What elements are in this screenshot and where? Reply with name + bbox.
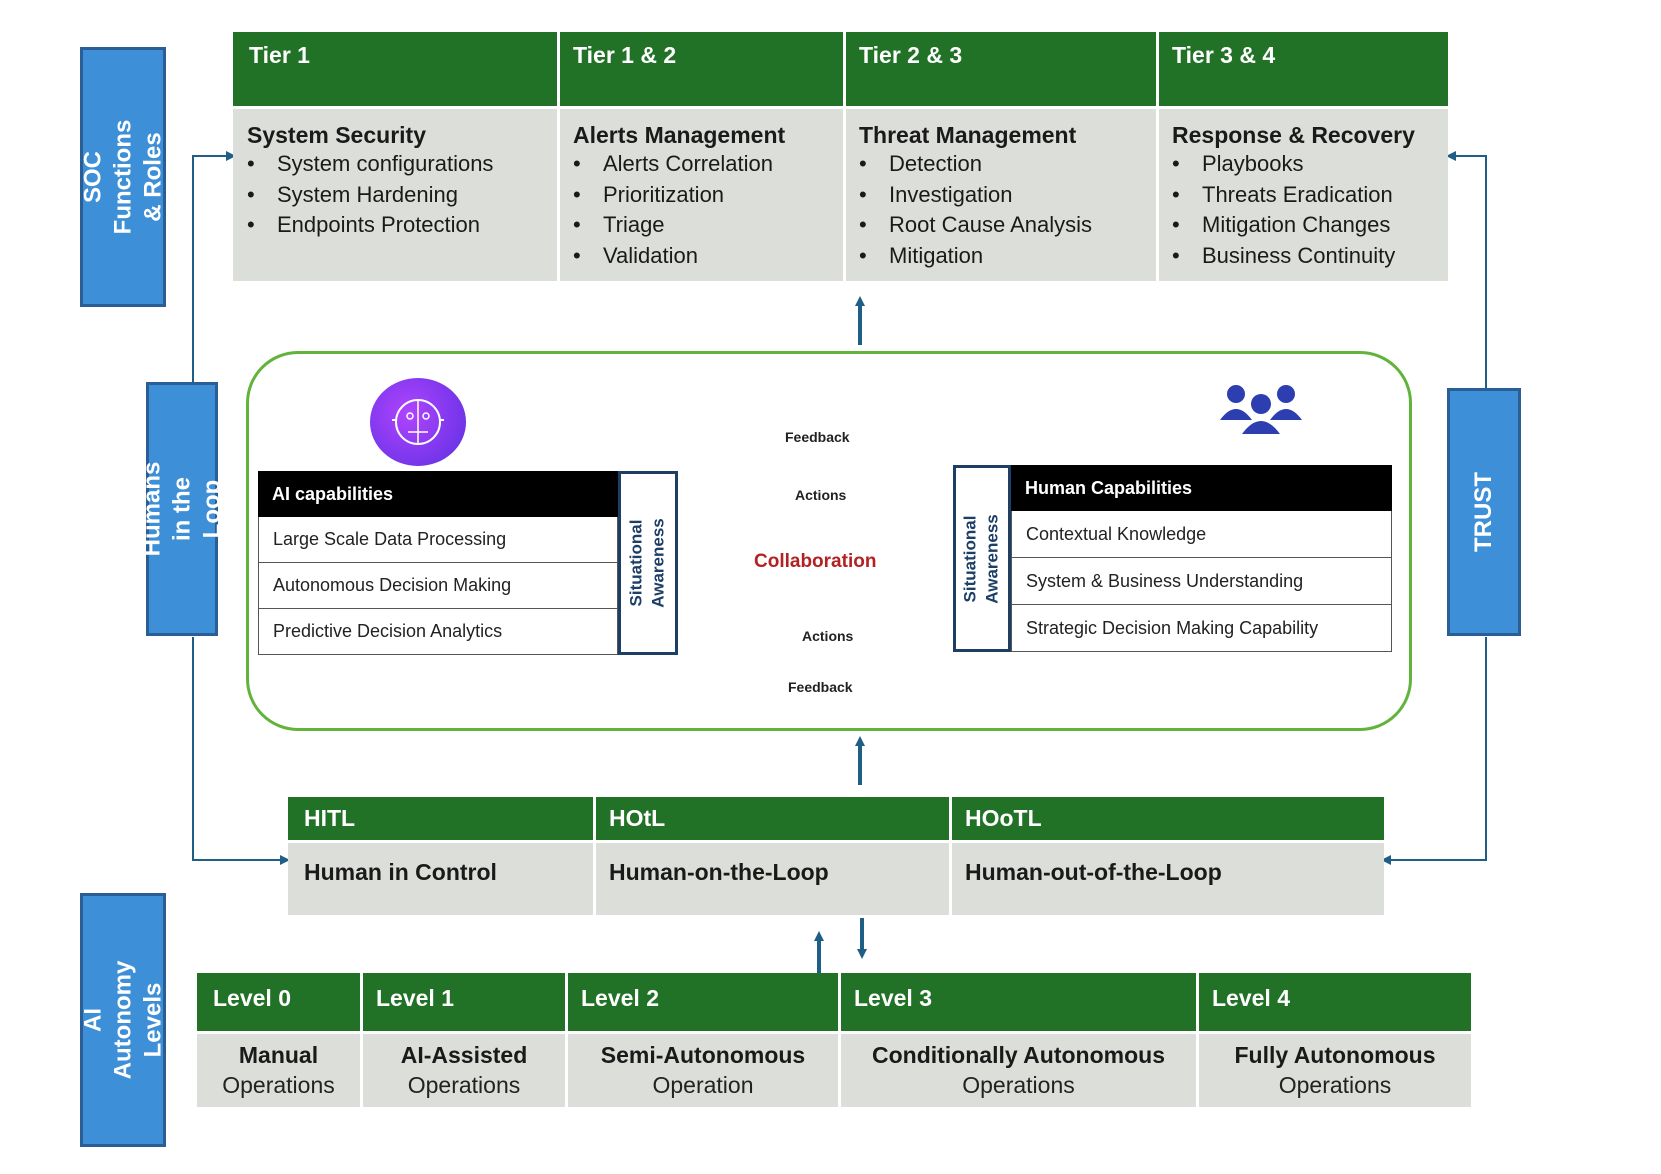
level-title: Fully Autonomous [1234, 1042, 1436, 1068]
level-header: Level 2 [568, 973, 838, 1031]
tier-body: Threat Management •Detection •Investigat… [846, 109, 1156, 281]
tier-item: •Root Cause Analysis [859, 212, 1092, 237]
level-header: Level 0 [197, 973, 360, 1031]
loop-col-hitl: HITL Human in Control [288, 797, 593, 915]
tier-list: •Alerts Correlation •Prioritization •Tri… [560, 149, 843, 271]
trust-label: TRUST [1447, 388, 1521, 636]
level-col-0: Level 0 Manual Operations [197, 973, 360, 1107]
tier-item: •Detection [859, 151, 982, 176]
loop-code: HOtL [596, 797, 949, 840]
tier-title: Response & Recovery [1172, 122, 1415, 148]
tier-item: •Mitigation [859, 242, 984, 268]
ai-face-icon [370, 378, 466, 466]
loop-body: Human-on-the-Loop [596, 843, 949, 915]
tier-title: Threat Management [859, 122, 1077, 148]
right-bottom-connector [1381, 637, 1487, 865]
loop-label: Human-out-of-the-Loop [965, 859, 1222, 885]
level-body: Conditionally Autonomous Operations [841, 1034, 1196, 1107]
level-body: Semi-Autonomous Operation [568, 1034, 838, 1107]
tier-item: •Threats Eradication [1172, 181, 1393, 207]
level-col-1: Level 1 AI-Assisted Operations [360, 973, 565, 1107]
collaboration-label: Collaboration [754, 551, 877, 572]
level-sub: Operations [407, 1072, 521, 1098]
tier-item: •System configurations [247, 151, 494, 176]
tier-body: System Security •System configurations •… [233, 109, 557, 281]
loop-code: HOoTL [952, 797, 1384, 840]
ai-capability-row: Predictive Decision Analytics [258, 609, 618, 655]
loop-code: HITL [288, 797, 593, 840]
level-col-4: Level 4 Fully Autonomous Operations [1196, 973, 1471, 1107]
feedback-top-label: Feedback [785, 429, 850, 445]
tier-col-1: Tier 1 System Security •System configura… [233, 32, 557, 281]
ai-capability-row: Large Scale Data Processing [258, 517, 618, 563]
tier-item: •Alerts Correlation [573, 151, 773, 176]
loop-body: Human-out-of-the-Loop [952, 843, 1384, 915]
tier-col-4: Tier 3 & 4 Response & Recovery •Playbook… [1156, 32, 1448, 281]
tier-item: •Endpoints Protection [247, 212, 481, 237]
loop-col-hotl: HOtL Human-on-the-Loop [593, 797, 949, 915]
tier-item: •Playbooks [1172, 151, 1304, 176]
level-title: Semi-Autonomous [600, 1042, 806, 1068]
level-title: AI-Assisted [400, 1042, 528, 1068]
level-sub: Operation [652, 1072, 754, 1098]
ai-capabilities-header: AI capabilities [258, 471, 618, 517]
ai-situational-awareness: Situational Awareness [618, 471, 678, 655]
tier-item: •Business Continuity [1172, 242, 1396, 268]
tier-header: Tier 3 & 4 [1159, 32, 1448, 106]
tier-item: •Validation [573, 242, 698, 268]
loop-label: Human in Control [304, 859, 497, 885]
level-sub: Operations [1278, 1072, 1392, 1098]
tier-list: •Playbooks •Threats Eradication •Mitigat… [1159, 149, 1448, 271]
human-capability-row: Contextual Knowledge [1011, 511, 1392, 558]
human-capabilities-table: Human Capabilities Contextual Knowledge … [1011, 465, 1392, 652]
level-header: Level 3 [841, 973, 1196, 1031]
tier-header: Tier 1 & 2 [560, 32, 843, 106]
left-bottom-connector [192, 637, 290, 865]
tier-item: •System Hardening [247, 181, 458, 207]
level-header: Level 1 [363, 973, 565, 1031]
feedback-bottom-label: Feedback [788, 679, 853, 695]
ai-capabilities-table: AI capabilities Large Scale Data Process… [258, 471, 618, 655]
loop-body: Human in Control [288, 843, 593, 915]
soc-functions-label: SOC Functions & Roles [79, 47, 166, 307]
people-group-icon [1218, 380, 1304, 436]
level-col-2: Level 2 Semi-Autonomous Operation [565, 973, 838, 1107]
tier-list: •Detection •Investigation •Root Cause An… [846, 149, 1156, 271]
level-title: Conditionally Autonomous [871, 1042, 1165, 1068]
right-top-connector [1446, 151, 1487, 390]
tier-body: Response & Recovery •Playbooks •Threats … [1159, 109, 1448, 281]
tier-col-3: Tier 2 & 3 Threat Management •Detection … [843, 32, 1156, 281]
human-capability-row: System & Business Understanding [1011, 558, 1392, 605]
human-situational-awareness: Situational Awareness [953, 465, 1011, 652]
tier-body: Alerts Management •Alerts Correlation •P… [560, 109, 843, 281]
ai-autonomy-label: AI Autonomy Levels [79, 893, 166, 1147]
left-top-connector [192, 151, 236, 384]
tier-col-2: Tier 1 & 2 Alerts Management •Alerts Cor… [557, 32, 843, 281]
level-body: AI-Assisted Operations [363, 1034, 565, 1107]
tier-item: •Triage [573, 212, 665, 237]
tier-list: •System configurations •System Hardening… [233, 149, 557, 241]
level-body: Manual Operations [197, 1034, 360, 1107]
level-sub: Operations [962, 1072, 1075, 1098]
tier-item: •Mitigation Changes [1172, 212, 1391, 237]
level-col-3: Level 3 Conditionally Autonomous Operati… [838, 973, 1196, 1107]
level-sub: Operations [222, 1072, 335, 1098]
tier-item: •Prioritization [573, 181, 725, 207]
tier-header: Tier 1 [233, 32, 557, 106]
level-title: Manual [238, 1042, 319, 1068]
human-capabilities-header: Human Capabilities [1011, 465, 1392, 511]
tier-title: System Security [247, 122, 426, 148]
human-capability-row: Strategic Decision Making Capability [1011, 605, 1392, 652]
tier-header: Tier 2 & 3 [846, 32, 1156, 106]
level-header: Level 4 [1199, 973, 1471, 1031]
loop-label: Human-on-the-Loop [609, 859, 829, 885]
humans-in-loop-label: Humans in the Loop [138, 382, 225, 636]
actions-bottom-label: Actions [802, 628, 854, 644]
ai-capability-row: Autonomous Decision Making [258, 563, 618, 609]
loop-col-hootl: HOoTL Human-out-of-the-Loop [949, 797, 1384, 915]
tier-item: •Investigation [859, 181, 1013, 207]
actions-top-label: Actions [795, 487, 847, 503]
level-body: Fully Autonomous Operations [1199, 1034, 1471, 1107]
tier-title: Alerts Management [573, 122, 786, 148]
